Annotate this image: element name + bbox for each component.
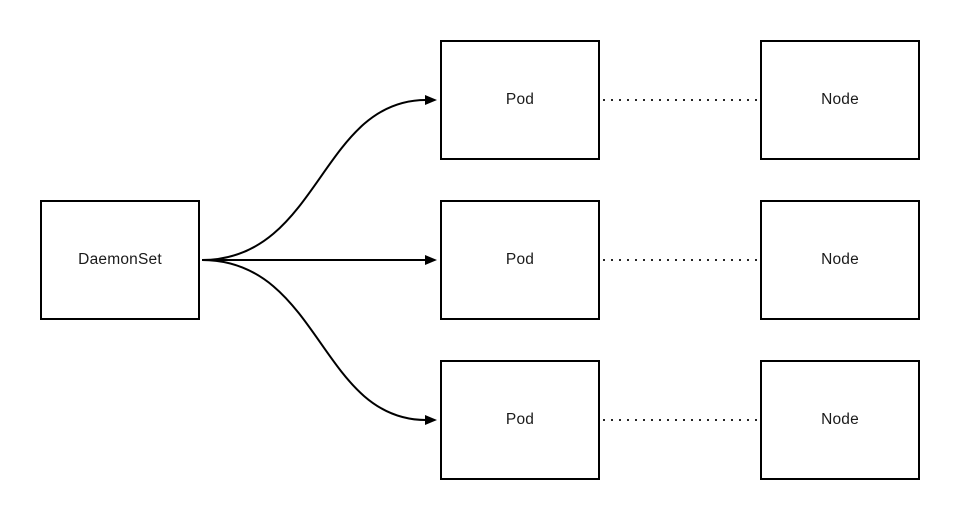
- pod-label-2: Pod: [505, 251, 535, 268]
- pod-box-3: Pod: [440, 360, 600, 480]
- node-box-3: Node: [760, 360, 920, 480]
- arrow-daemonset-to-pod-3: [201, 259, 437, 425]
- node-box-2: Node: [760, 200, 920, 320]
- daemonset-label: DaemonSet: [78, 251, 162, 268]
- node-box-1: Node: [760, 40, 920, 160]
- pod-label-1: Pod: [505, 91, 535, 108]
- node-label-1: Node: [821, 91, 859, 108]
- pod-box-2: Pod: [440, 200, 600, 320]
- pod-box-1: Pod: [440, 40, 600, 160]
- node-label-2: Node: [821, 251, 859, 268]
- daemonset-box: DaemonSet: [40, 200, 200, 320]
- arrow-daemonset-to-pod-1: [201, 95, 437, 261]
- pod-label-3: Pod: [505, 411, 535, 428]
- node-label-3: Node: [821, 411, 859, 428]
